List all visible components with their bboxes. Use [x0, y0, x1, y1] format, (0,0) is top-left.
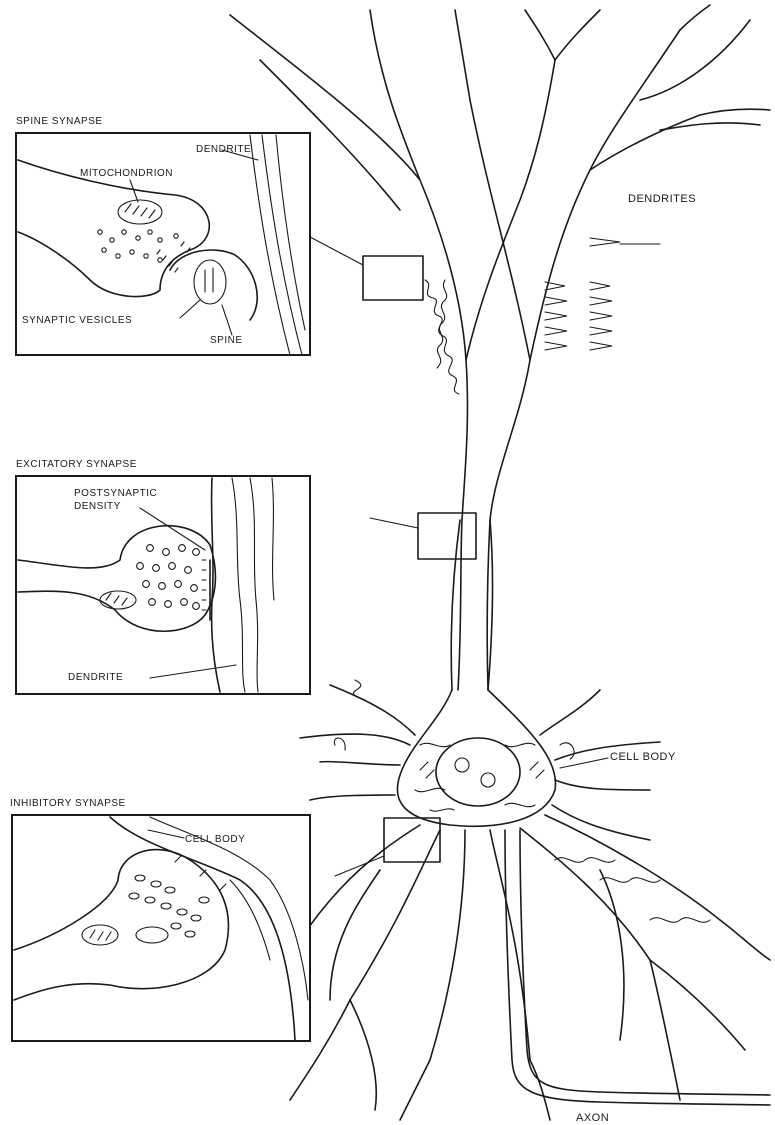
nucleus [436, 738, 520, 806]
nucleolus [455, 758, 469, 772]
spine-synapse-title: SPINE SYNAPSE [16, 116, 103, 127]
inhibitory-marker-box [384, 818, 440, 862]
spine-cluster [545, 238, 660, 350]
cell-body-label: CELL BODY [610, 751, 676, 763]
axon-line [505, 830, 770, 1105]
excitatory-marker-box [418, 513, 476, 559]
inhibitory-synapse-inset: INHIBITORY SYNAPSE CELL BODY [10, 798, 310, 1041]
dendrite-label: DENDRITE [196, 144, 251, 155]
spine-marker-box [363, 256, 423, 300]
nucleolus [481, 773, 495, 787]
dendrites-label: DENDRITES [628, 193, 696, 205]
axon-label: AXON [576, 1112, 609, 1124]
postsynaptic-label: POSTSYNAPTIC [74, 488, 157, 499]
mitochondrion-label: MITOCHONDRION [80, 168, 173, 179]
excitatory-synapse-title: EXCITATORY SYNAPSE [16, 459, 137, 470]
inhibitory-synapse-title: INHIBITORY SYNAPSE [10, 798, 126, 809]
cell-body-inset-label: CELL BODY [185, 834, 245, 845]
spine-synapse-inset: SPINE SYNAPSE DENDRITE MITOCHONDRION SYN… [16, 116, 310, 355]
dendrite-mid-label: DENDRITE [68, 672, 123, 683]
synaptic-vesicles-label: SYNAPTIC VESICLES [22, 315, 132, 326]
spine-label: SPINE [210, 335, 243, 346]
excitatory-synapse-inset: EXCITATORY SYNAPSE POSTSYNAPTIC DENSITY … [16, 459, 310, 694]
density-label: DENSITY [74, 501, 121, 512]
